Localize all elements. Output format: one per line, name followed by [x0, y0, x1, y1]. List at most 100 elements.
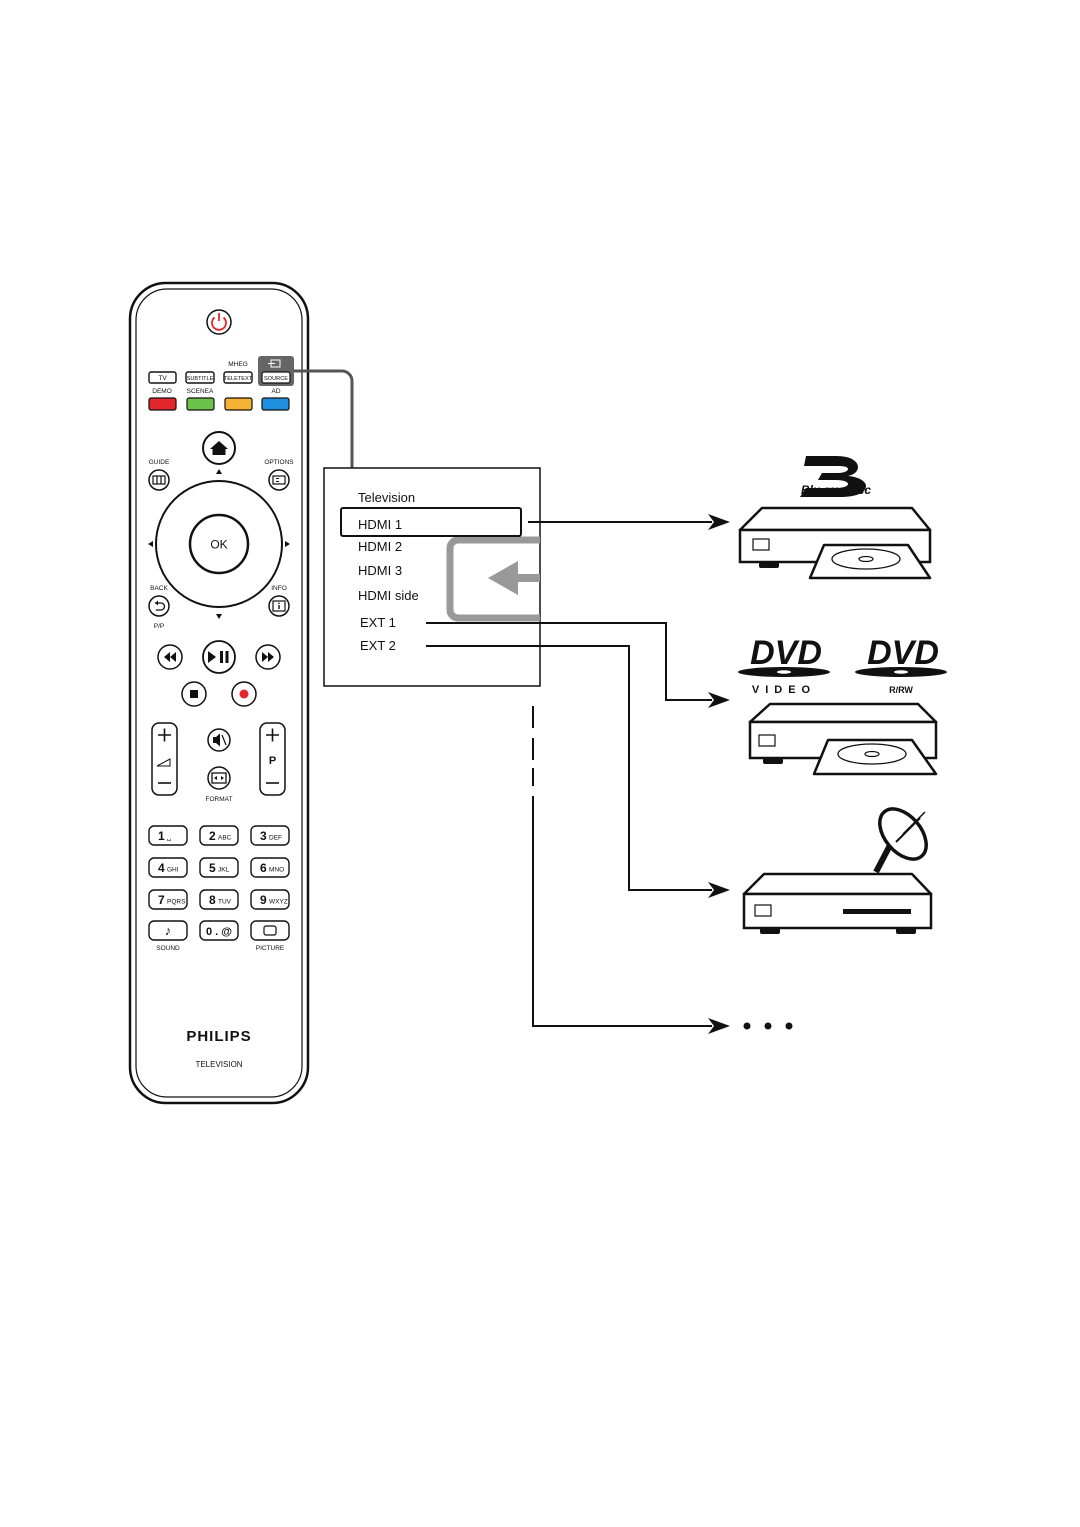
red-key[interactable]	[148, 397, 177, 411]
selected-item-highlight	[340, 507, 522, 537]
dvd-logo-text: DVD	[867, 634, 939, 672]
fast-forward-button[interactable]	[255, 644, 281, 670]
power-icon	[211, 313, 227, 331]
source-menu-panel: Television HDMI 1 HDMI 2 HDMI 3 HDMI sid…	[323, 467, 541, 687]
source-connector-line	[294, 369, 354, 468]
number-key-digit: 3	[260, 829, 267, 843]
button-source[interactable]: SOURCE	[261, 371, 291, 384]
source-button-label: SOURCE	[264, 376, 288, 382]
ok-button[interactable]: OK	[188, 513, 250, 575]
dvd-rw-label: R/RW	[889, 685, 913, 695]
button-tv[interactable]: TV	[148, 371, 177, 384]
arrow-icon	[708, 692, 730, 708]
record-icon	[239, 689, 249, 699]
note-icon: ♪	[165, 923, 172, 938]
dvd-video-label: VIDEO	[752, 684, 816, 696]
number-key-letters: WXYZ	[269, 899, 288, 906]
scenea-label: SCENEA	[187, 388, 214, 395]
format-button[interactable]	[207, 766, 231, 790]
arrow-icon	[708, 882, 730, 898]
number-key-1[interactable]: 1␣	[148, 825, 188, 846]
line-ext1-dvd	[426, 622, 712, 701]
options-icon	[272, 475, 286, 485]
line-ext2-satellite	[426, 645, 712, 891]
menu-item-hdmi-3[interactable]: HDMI 3	[358, 563, 402, 578]
play-pause-button[interactable]	[202, 640, 236, 674]
play-pause-icon	[208, 651, 229, 663]
program-label: P	[269, 755, 276, 767]
blue-key[interactable]	[261, 397, 290, 411]
bluray-logo-text: Blu-ray Disc	[801, 483, 871, 497]
arrowheads	[708, 514, 730, 1034]
number-key-letters: JKL	[218, 867, 230, 874]
options-button[interactable]	[268, 469, 290, 491]
line-more-devices	[532, 796, 712, 1027]
number-key-digit: 7	[158, 893, 165, 907]
number-key-letters: GHI	[167, 867, 179, 874]
number-key-letters: PQRS	[167, 899, 186, 906]
power-button[interactable]	[206, 309, 232, 335]
nav-left-arrow-icon	[148, 541, 153, 547]
menu-item-ext-2[interactable]: EXT 2	[360, 638, 396, 653]
menu-item-hdmi-1[interactable]: HDMI 1	[358, 517, 402, 532]
volume-rocker[interactable]	[151, 722, 178, 796]
menu-item-ext-1[interactable]: EXT 1	[360, 615, 396, 630]
teletext-button-label: TELETEXT	[224, 376, 253, 382]
number-key-digit: 2	[209, 829, 216, 843]
subtitle-button-label: SUBTITLE	[187, 376, 214, 382]
mheg-label: MHEG	[228, 361, 248, 368]
rewind-button[interactable]	[157, 644, 183, 670]
guide-button[interactable]	[148, 469, 170, 491]
source-input-icon	[268, 359, 281, 368]
number-key-letters: MNO	[269, 867, 284, 874]
format-label: FORMAT	[206, 796, 233, 803]
guide-icon	[152, 475, 166, 485]
picture-button[interactable]	[250, 920, 290, 941]
home-icon	[210, 441, 228, 455]
source-input-watermark-icon	[446, 536, 540, 622]
ellipsis-more-devices	[743, 1022, 793, 1030]
brand-subtitle: TELEVISION	[195, 1060, 242, 1069]
menu-item-television[interactable]: Television	[358, 490, 415, 505]
tv-button-label: TV	[158, 375, 167, 382]
brand-logo: PHILIPS	[186, 1028, 251, 1045]
yellow-key[interactable]	[224, 397, 253, 411]
info-icon	[272, 600, 286, 612]
connection-lines	[426, 521, 712, 1027]
bluray-player-device	[738, 506, 932, 580]
zero-label: 0 . @	[206, 926, 232, 938]
arrow-icon	[708, 514, 730, 530]
nav-up-arrow-icon	[216, 469, 222, 474]
info-button[interactable]	[268, 595, 290, 617]
number-key-letters: ABC	[218, 835, 232, 842]
green-key[interactable]	[186, 397, 215, 411]
stop-button[interactable]	[181, 681, 207, 707]
button-subtitle[interactable]: SUBTITLE	[185, 371, 215, 384]
home-button[interactable]	[202, 431, 236, 465]
picture-icon	[263, 925, 277, 936]
nav-down-arrow-icon	[216, 614, 222, 619]
guide-label: GUIDE	[149, 459, 170, 466]
button-teletext[interactable]: TELETEXT	[223, 371, 253, 384]
sound-button[interactable]: ♪	[148, 920, 188, 941]
zero-button[interactable]: 0 . @	[199, 920, 239, 941]
dvd-rw-logo: DVD R/RW	[855, 634, 947, 695]
menu-item-hdmi-side[interactable]: HDMI side	[358, 588, 419, 603]
record-button[interactable]	[231, 681, 257, 707]
demo-label: DEMO	[152, 388, 172, 395]
stop-icon	[190, 690, 198, 698]
menu-item-hdmi-2[interactable]: HDMI 2	[358, 539, 402, 554]
back-button[interactable]	[148, 595, 170, 617]
remote-control: MHEG TV SUBTITLE TELETEXT SOURCE DEMO SC…	[128, 281, 310, 1105]
info-label: INFO	[271, 585, 287, 592]
program-rocker[interactable]: P	[259, 722, 286, 796]
mute-button[interactable]	[207, 728, 231, 752]
